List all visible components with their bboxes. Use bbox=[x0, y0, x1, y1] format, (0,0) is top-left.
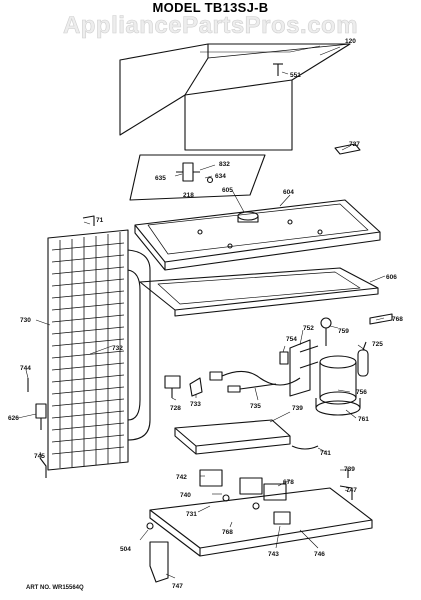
part-label-747b: 747 bbox=[172, 583, 183, 590]
relay-728 bbox=[164, 375, 181, 398]
part-label-731: 731 bbox=[186, 511, 197, 518]
part-label-551: 551 bbox=[290, 72, 301, 79]
drip-tray-606 bbox=[139, 267, 379, 317]
part-label-120: 120 bbox=[345, 38, 356, 45]
part-label-744: 744 bbox=[20, 365, 31, 372]
clip-733 bbox=[189, 377, 203, 397]
bracket-71 bbox=[82, 215, 95, 226]
switch-626 bbox=[35, 403, 47, 430]
part-label-739b: 739 bbox=[344, 466, 355, 473]
watermark-text: AppliancePartsPros.com bbox=[62, 12, 359, 40]
part-label-740: 740 bbox=[180, 492, 191, 499]
part-label-730: 730 bbox=[20, 317, 31, 324]
rear-panel bbox=[129, 154, 266, 201]
screw-551 bbox=[273, 63, 283, 76]
part-label-733: 733 bbox=[190, 401, 201, 408]
top-cabinet-panel bbox=[119, 43, 351, 151]
part-label-504: 504 bbox=[120, 546, 131, 553]
leader-lines bbox=[17, 46, 386, 579]
part-label-218: 218 bbox=[183, 192, 194, 199]
condenser-coil-730 bbox=[47, 229, 151, 471]
part-label-756: 756 bbox=[356, 389, 367, 396]
part-label-761: 761 bbox=[358, 416, 369, 423]
model-title: MODEL TB13SJ-B bbox=[152, 0, 269, 15]
grommet-768 bbox=[369, 313, 393, 325]
evaporator-bracket bbox=[279, 339, 319, 397]
bracket-727 bbox=[334, 143, 361, 155]
part-label-759: 759 bbox=[338, 328, 349, 335]
art-number: ART NO. WR15564Q bbox=[26, 585, 84, 591]
part-label-635: 635 bbox=[155, 175, 166, 182]
part-label-678: 678 bbox=[283, 479, 294, 486]
part-label-634: 634 bbox=[215, 173, 226, 180]
part-label-606: 606 bbox=[386, 274, 397, 281]
part-label-71: 71 bbox=[96, 217, 104, 224]
part-label-832: 832 bbox=[219, 161, 230, 168]
drain-pan-759 bbox=[174, 419, 291, 455]
part-label-768: 768 bbox=[392, 316, 403, 323]
part-label-754: 754 bbox=[286, 336, 297, 343]
part-label-728: 728 bbox=[170, 405, 181, 412]
part-label-739: 739 bbox=[292, 405, 303, 412]
tube-741 bbox=[291, 445, 319, 450]
part-label-741: 741 bbox=[320, 450, 331, 457]
part-label-727: 727 bbox=[349, 141, 360, 148]
part-label-604: 604 bbox=[283, 189, 294, 196]
part-label-group: 120 551 727 832 635 634 218 605 604 71 6… bbox=[8, 38, 403, 590]
part-label-725: 725 bbox=[372, 341, 383, 348]
top-deck-assembly bbox=[134, 199, 381, 271]
part-label-768b: 768 bbox=[222, 529, 233, 536]
leg-747 bbox=[149, 541, 169, 583]
grommet-504 bbox=[146, 522, 154, 530]
wiring-harness-735 bbox=[209, 370, 301, 393]
part-label-735: 735 bbox=[250, 403, 261, 410]
part-label-747: 747 bbox=[346, 487, 357, 494]
part-label-732: 732 bbox=[112, 345, 123, 352]
part-label-745: 745 bbox=[34, 453, 45, 460]
capacitor-725 bbox=[357, 341, 369, 377]
base-frame bbox=[149, 468, 373, 557]
part-label-605: 605 bbox=[222, 187, 233, 194]
part-label-743: 743 bbox=[268, 551, 279, 558]
compressor-756 bbox=[315, 317, 361, 416]
part-label-746: 746 bbox=[314, 551, 325, 558]
bracket-745 bbox=[39, 457, 47, 478]
part-label-752: 752 bbox=[303, 325, 314, 332]
part-label-742: 742 bbox=[176, 474, 187, 481]
part-label-626: 626 bbox=[8, 415, 19, 422]
